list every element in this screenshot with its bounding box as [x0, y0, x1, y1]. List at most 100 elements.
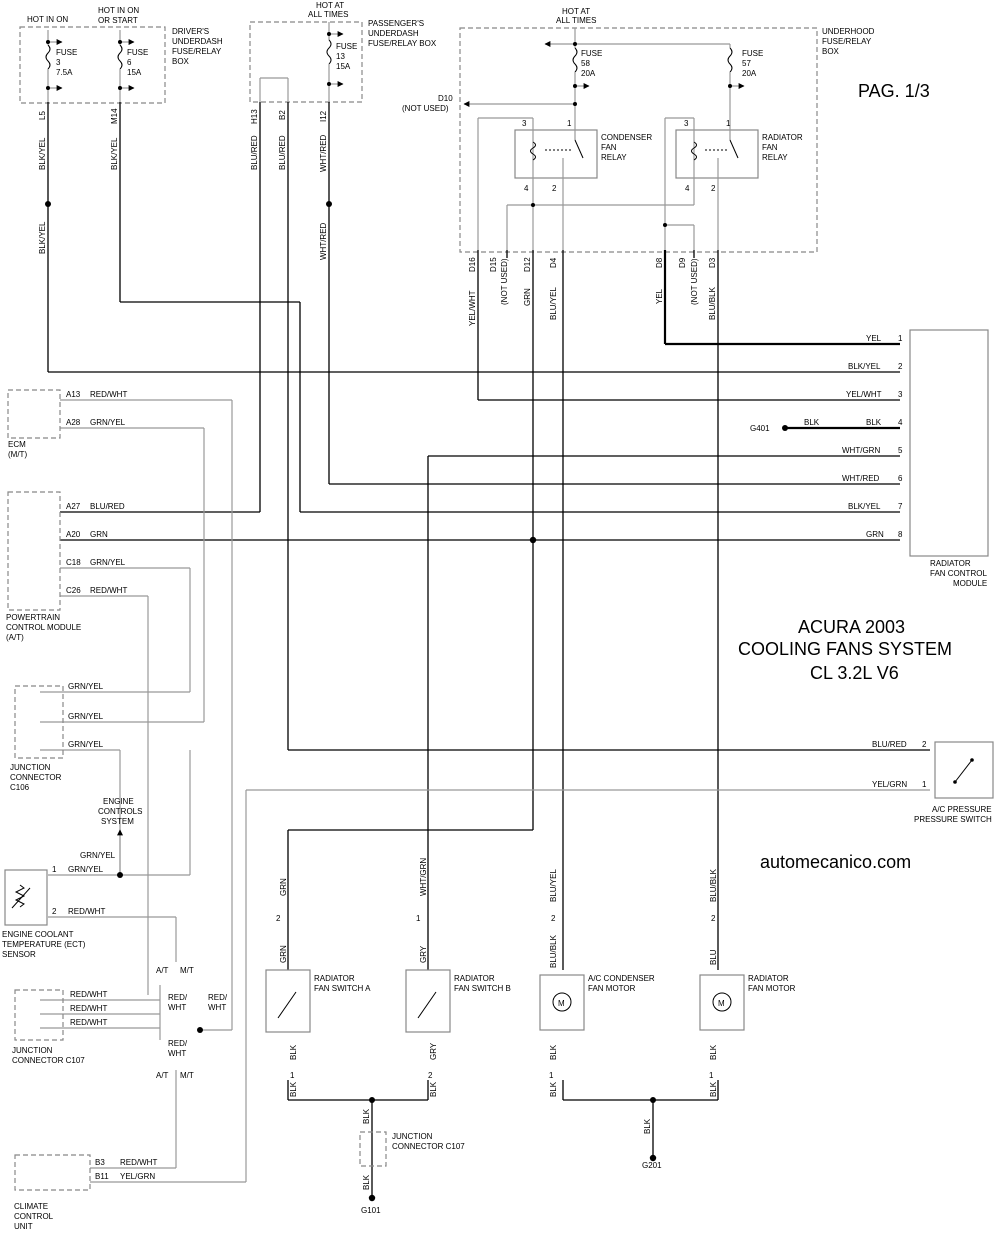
- splices: [45, 201, 788, 1103]
- c106-box: [14, 685, 64, 759]
- term-d15: D15: [489, 257, 498, 272]
- under-box-l2: FUSE/RELAY: [822, 37, 872, 46]
- fcm-pin-3: 3: [898, 390, 903, 399]
- term-i12: I12: [319, 110, 328, 122]
- bot-pin-low-3: 1: [549, 1071, 554, 1080]
- bot-wire-bus-4: BLK: [709, 1081, 718, 1097]
- c106-wire-1: GRN/YEL: [68, 682, 104, 691]
- term-d9-notused: (NOT USED): [690, 258, 699, 305]
- ect-label-1: ENGINE COOLANT: [2, 930, 74, 939]
- term-l5: L5: [38, 111, 47, 120]
- wire-d16: YEL/WHT: [468, 290, 477, 326]
- title-line-2: COOLING FANS SYSTEM: [738, 639, 952, 659]
- cond-relay-l2: FAN: [601, 143, 617, 152]
- fuse57-amp: 20A: [742, 69, 757, 78]
- fcm-wire-5: WHT/GRN: [842, 446, 880, 455]
- wire-l5-upper: BLK/YEL: [38, 137, 47, 170]
- bot-wire-bus-1: BLK: [289, 1081, 298, 1097]
- fuse58-num: 58: [581, 59, 590, 68]
- hot-in-on-start-2: OR START: [98, 16, 138, 25]
- redwht-b-1: RED/: [208, 993, 228, 1002]
- ect-wire-up: GRN/YEL: [80, 851, 116, 860]
- cond-pin3: 3: [522, 119, 527, 128]
- term-d16: D16: [468, 257, 477, 272]
- acps-wire-2: BLU/RED: [872, 740, 907, 749]
- hot-in-on-start-1: HOT IN ON: [98, 6, 139, 15]
- rad-pin1: 1: [726, 119, 731, 128]
- wire-i12-upper: WHT/RED: [319, 134, 328, 172]
- driver-box-l2: UNDERDASH: [172, 37, 223, 46]
- g401-wire: BLK: [804, 418, 820, 427]
- pcm-pin-a27: A27: [66, 502, 81, 511]
- mt-label-1: M/T: [180, 966, 194, 975]
- ecm-wire-a13: RED/WHT: [90, 390, 127, 399]
- ect-label-3: SENSOR: [2, 950, 36, 959]
- ground-g101-label: G101: [361, 1206, 381, 1215]
- pcm-pin-c26: C26: [66, 586, 81, 595]
- page-number: PAG. 1/3: [858, 81, 930, 101]
- c107a-wire-3: RED/WHT: [70, 1018, 107, 1027]
- bot-wire-mid-3: BLU/BLK: [549, 934, 558, 968]
- pcm-pin-c18: C18: [66, 558, 81, 567]
- term-b2: B2: [278, 110, 287, 120]
- radiator-fan-relay: [675, 129, 759, 179]
- driver-fuse-box: [19, 26, 166, 104]
- climate-label-2: CONTROL: [14, 1212, 54, 1221]
- bot-wire-top-4: BLU/BLK: [709, 868, 718, 902]
- hot-under-1: HOT AT: [562, 7, 590, 16]
- underhood-internal-wiring: [477, 117, 719, 250]
- pass-box-l3: FUSE/RELAY BOX: [368, 39, 437, 48]
- fcm-wire-2: BLK/YEL: [848, 362, 881, 371]
- fuse3-num: 3: [56, 58, 61, 67]
- pcm-label-2: CONTROL MODULE: [6, 623, 81, 632]
- fuse57-num: 57: [742, 59, 751, 68]
- hot-pass-2: ALL TIMES: [308, 10, 348, 19]
- ecs-label-2: CONTROLS: [98, 807, 142, 816]
- hot-in-on: HOT IN ON: [27, 15, 68, 24]
- climate-label-3: UNIT: [14, 1222, 33, 1231]
- underhood-fuse-box: [459, 27, 818, 253]
- acps-pin-2: 2: [922, 740, 927, 749]
- c107a-box: [14, 989, 64, 1041]
- wire-m14: BLK/YEL: [110, 137, 119, 170]
- ect-sensor: [4, 869, 48, 926]
- wire-b2: BLU/RED: [278, 135, 287, 170]
- title-line-3: CL 3.2L V6: [810, 663, 899, 683]
- bot-wire-bus-2: BLK: [429, 1081, 438, 1097]
- bot-pin-top-4: 2: [711, 914, 716, 923]
- fcm-wire-1: YEL: [866, 334, 882, 343]
- motor-rad-label-2: FAN MOTOR: [748, 984, 796, 993]
- term-d9: D9: [678, 257, 687, 268]
- bot-pin-low-4: 1: [709, 1071, 714, 1080]
- wire-d4: BLU/YEL: [549, 287, 558, 320]
- motor-acc-label-2: FAN MOTOR: [588, 984, 636, 993]
- fcm-wire-6: WHT/RED: [842, 474, 880, 483]
- cond-pin1: 1: [567, 119, 572, 128]
- bot-wire-top-3: BLU/YEL: [549, 869, 558, 902]
- pass-box-l2: UNDERDASH: [368, 29, 419, 38]
- fuse-arrows: [48, 31, 745, 107]
- fuse13-label: FUSE: [336, 42, 357, 51]
- bot-wire-mid-1: GRN: [279, 945, 288, 963]
- redwht-c-2: WHT: [168, 1049, 186, 1058]
- ect-thermistor-icon: [11, 884, 31, 909]
- fcm-wire-8: GRN: [866, 530, 884, 539]
- wires: [40, 102, 930, 1195]
- c107a-wire-2: RED/WHT: [70, 1004, 107, 1013]
- passenger-fuse-box: [249, 21, 363, 103]
- redwht-c-1: RED/: [168, 1039, 188, 1048]
- rad-pin3: 3: [684, 119, 689, 128]
- fuse58-amp: 20A: [581, 69, 596, 78]
- fuse3-amp: 7.5A: [56, 68, 73, 77]
- term-d8: D8: [655, 257, 664, 268]
- c107b-box: [359, 1131, 387, 1167]
- c107a-wire-1: RED/WHT: [70, 990, 107, 999]
- driver-box-l1: DRIVER'S: [172, 27, 209, 36]
- pcm-wire-a20: GRN: [90, 530, 108, 539]
- fuse13-amp: 15A: [336, 62, 351, 71]
- redwht-a-2: WHT: [168, 1003, 186, 1012]
- cond-pin2: 2: [552, 184, 557, 193]
- c106-wire-3: GRN/YEL: [68, 740, 104, 749]
- at-label-2: A/T: [156, 1071, 169, 1080]
